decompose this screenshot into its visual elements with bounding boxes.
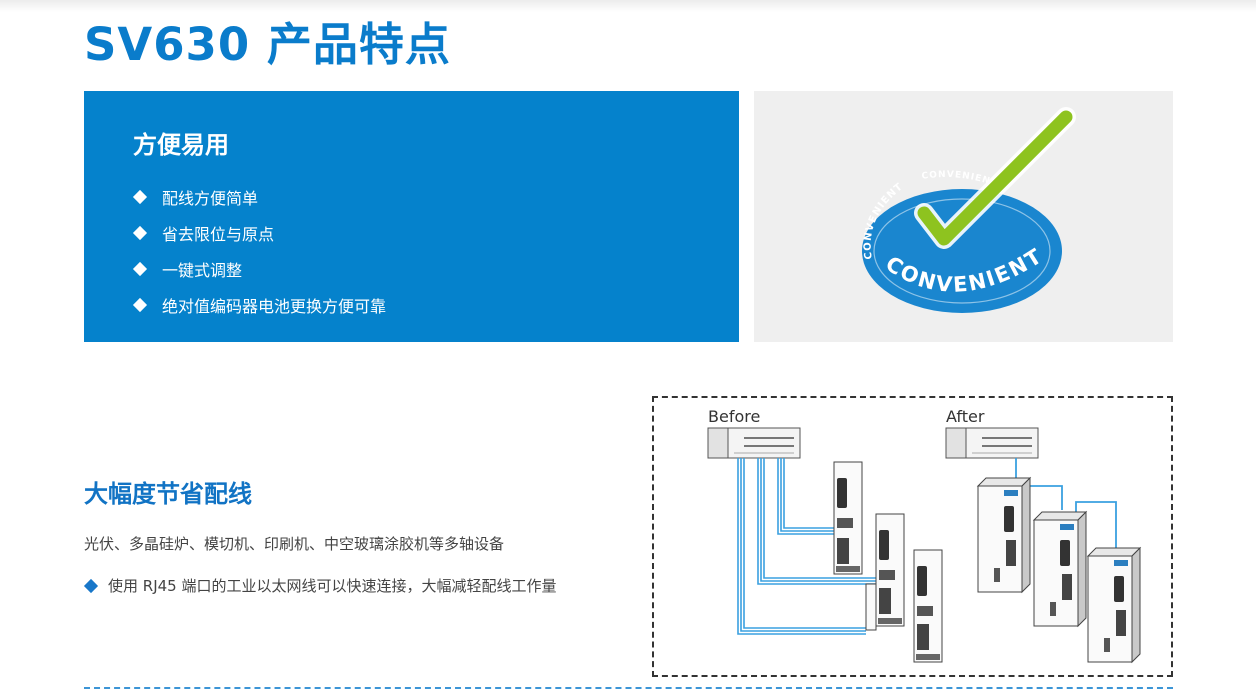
after-label: After <box>946 407 985 426</box>
feature-item-label: 一键式调整 <box>162 261 243 280</box>
feature-item-label: 配线方便简单 <box>162 189 259 208</box>
wiring-section-description: 光伏、多晶硅炉、模切机、印刷机、中空玻璃涂胶机等多轴设备 <box>84 535 505 553</box>
before-drive-3 <box>913 549 943 663</box>
after-controller <box>945 427 1039 459</box>
after-drive-3 <box>1086 546 1142 664</box>
before-label: Before <box>708 407 760 426</box>
wiring-section-heading: 大幅度节省配线 <box>84 480 252 508</box>
after-drive-1 <box>976 476 1032 594</box>
before-wires <box>737 458 876 635</box>
feature-panel: 方便易用 配线方便简单 省去限位与原点 一键式调整 绝对值编码器电池更换方便可靠 <box>84 91 739 342</box>
badge-disc <box>862 189 1062 313</box>
wiring-diagram: Before After <box>652 396 1173 677</box>
convenient-badge: CONVENIENT CONVENIENT CONVENIENT <box>862 107 1076 313</box>
feature-item: 绝对值编码器电池更换方便可靠 <box>132 287 386 323</box>
diamond-bullet-icon <box>83 578 99 593</box>
feature-item: 配线方便简单 <box>132 179 386 215</box>
diamond-bullet-icon <box>132 297 148 313</box>
before-drive-2b <box>865 583 877 631</box>
convenient-badge-panel: CONVENIENT CONVENIENT CONVENIENT <box>754 91 1173 342</box>
wiring-section-bullet-text: 使用 RJ45 端口的工业以太网线可以快速连接，大幅减轻配线工作量 <box>108 577 557 595</box>
feature-item: 省去限位与原点 <box>132 215 386 251</box>
before-drive-2 <box>875 513 905 627</box>
before-controller <box>707 427 801 459</box>
bottom-divider <box>84 687 1173 689</box>
page-title: SV630 产品特点 <box>84 18 451 71</box>
top-shade <box>0 0 1256 12</box>
feature-list: 配线方便简单 省去限位与原点 一键式调整 绝对值编码器电池更换方便可靠 <box>132 179 386 323</box>
before-drive-1 <box>833 461 863 575</box>
after-drive-2 <box>1032 510 1088 628</box>
feature-item: 一键式调整 <box>132 251 386 287</box>
wiring-diagram-svg: Before After <box>707 407 1142 664</box>
diamond-bullet-icon <box>132 189 148 205</box>
feature-item-label: 省去限位与原点 <box>162 225 275 244</box>
feature-panel-heading: 方便易用 <box>133 131 229 159</box>
checkmark-icon <box>917 110 1073 246</box>
feature-item-label: 绝对值编码器电池更换方便可靠 <box>162 297 387 316</box>
diamond-bullet-icon <box>132 225 148 241</box>
diamond-bullet-icon <box>132 261 148 277</box>
wiring-section-bullet: 使用 RJ45 端口的工业以太网线可以快速连接，大幅减轻配线工作量 <box>83 575 557 596</box>
